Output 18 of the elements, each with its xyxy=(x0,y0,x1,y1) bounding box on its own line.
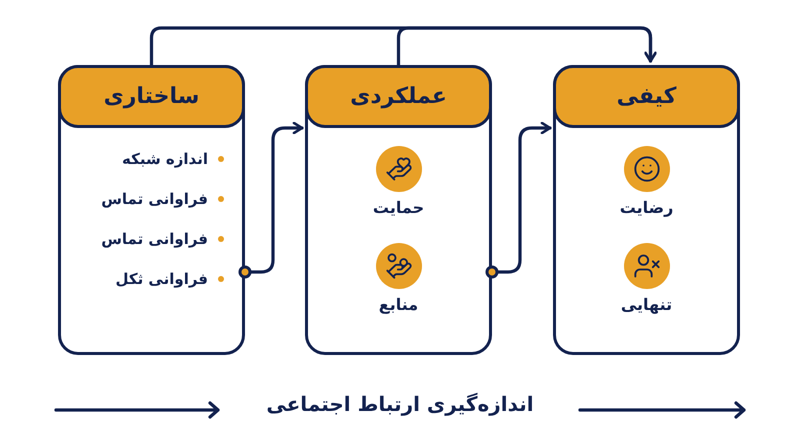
bullet-item: اندازه شبکه xyxy=(122,150,224,168)
card xyxy=(305,65,492,355)
card-heading: کیفی xyxy=(553,65,740,128)
connector-arrow xyxy=(238,122,304,278)
card xyxy=(58,65,245,355)
item-label: حمایت xyxy=(372,198,424,217)
item-label: رضایت xyxy=(620,198,674,217)
bullet-item: فراوانی تماس xyxy=(101,230,224,248)
card xyxy=(553,65,740,355)
card-heading: ساختاری xyxy=(58,65,245,128)
item-label: منابع xyxy=(378,295,418,314)
caption: اندازه‌گیری ارتباط اجتماعی xyxy=(265,392,535,416)
item-label: تنهایی xyxy=(620,295,672,314)
bullet-item: فراوانی تماس xyxy=(101,190,224,208)
bullet-item: فراوانی ثکل xyxy=(115,270,224,288)
connector-arrow xyxy=(486,122,552,278)
connector-arrow xyxy=(396,26,657,67)
card-heading: عملکردی xyxy=(305,65,492,128)
